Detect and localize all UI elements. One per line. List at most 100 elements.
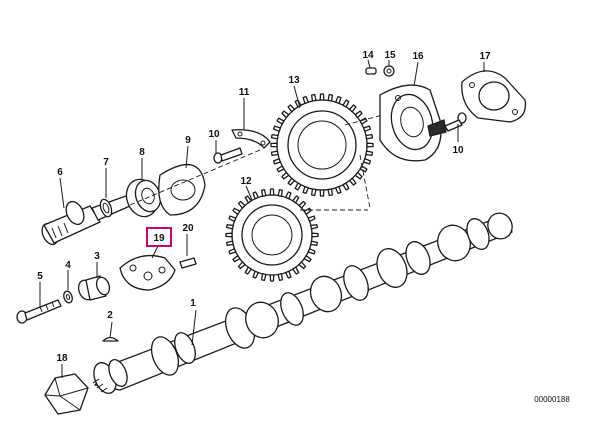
camshaft bbox=[92, 212, 513, 394]
sprocket-tooth bbox=[342, 182, 350, 191]
callout-8: 8 bbox=[139, 147, 145, 158]
sprocket-tooth bbox=[311, 232, 319, 238]
sprocket-tooth bbox=[366, 142, 374, 148]
bracket-part-19 bbox=[119, 254, 176, 291]
sprocket-tooth bbox=[270, 142, 278, 148]
sprocket-tooth bbox=[281, 110, 290, 119]
sprocket-tooth bbox=[342, 99, 350, 108]
callout-labels: 1 2 3 4 5 6 7 8 9 10 10 11 12 13 14 15 1… bbox=[37, 50, 491, 364]
callout-19-highlight-box bbox=[146, 227, 172, 247]
callout-10-left: 10 bbox=[208, 129, 220, 140]
sprocket-tooth bbox=[281, 171, 290, 180]
sprocket-tooth bbox=[365, 133, 374, 140]
washer bbox=[63, 290, 73, 304]
sprocket-tooth bbox=[272, 125, 282, 132]
sprocket-tooth bbox=[277, 188, 283, 197]
sprocket-tooth bbox=[319, 93, 325, 101]
sprocket-tooth bbox=[354, 110, 363, 119]
sprocket-tooth bbox=[270, 133, 279, 140]
sprocket-tooth bbox=[225, 224, 234, 230]
sprocket-tooth bbox=[269, 274, 275, 282]
sprocket-tooth bbox=[362, 125, 372, 132]
sprocket-tooth bbox=[285, 191, 292, 200]
sprocket-tooth bbox=[302, 95, 309, 105]
callout-12: 12 bbox=[240, 176, 252, 187]
callout-20: 20 bbox=[182, 223, 194, 234]
sprocket-tooth bbox=[327, 93, 334, 102]
sprocket-tooth bbox=[272, 158, 282, 165]
sprocket-tooth bbox=[276, 165, 285, 173]
sprocket-tooth bbox=[359, 165, 368, 173]
sprocket-tooth bbox=[277, 273, 283, 282]
diagram-reference-number: 00000188 bbox=[534, 395, 570, 404]
sprocket-tooth bbox=[292, 266, 300, 275]
callout-15: 15 bbox=[384, 50, 396, 61]
sprocket-tooth bbox=[310, 224, 319, 230]
sprocket-tooth bbox=[365, 150, 374, 157]
sprocket-tooth bbox=[307, 215, 316, 222]
sprocket-tooth bbox=[261, 188, 267, 197]
sprocket-tooth bbox=[319, 189, 325, 197]
small-pin bbox=[179, 257, 197, 269]
callout-14: 14 bbox=[362, 50, 374, 61]
sprocket-tooth bbox=[244, 266, 252, 275]
shaft-seal bbox=[125, 178, 162, 218]
sprocket-tooth bbox=[228, 215, 237, 222]
callout-9: 9 bbox=[185, 135, 191, 146]
long-bolt bbox=[16, 299, 62, 324]
sprocket-tooth bbox=[310, 188, 317, 197]
callout-7: 7 bbox=[103, 157, 109, 168]
callout-4: 4 bbox=[65, 260, 71, 271]
sprocket-tooth bbox=[276, 117, 285, 125]
callout-11: 11 bbox=[239, 87, 250, 98]
sprocket-tooth bbox=[252, 270, 259, 279]
bolt-right bbox=[444, 112, 467, 132]
sprocket-tooth bbox=[252, 191, 259, 200]
sprocket-tooth bbox=[362, 158, 372, 165]
leader-lines bbox=[39, 59, 485, 378]
callout-10-right: 10 bbox=[452, 145, 464, 156]
cover-plate bbox=[129, 149, 261, 216]
sprocket-tooth bbox=[310, 93, 317, 102]
sprocket-tooth bbox=[354, 171, 363, 180]
sprocket-tooth bbox=[287, 104, 296, 113]
camshaft-nut bbox=[44, 373, 89, 415]
callout-17: 17 bbox=[479, 51, 491, 62]
callout-6: 6 bbox=[57, 167, 63, 178]
sprocket-tooth bbox=[269, 188, 275, 196]
sprocket-tooth bbox=[335, 95, 342, 105]
sprocket-tooth bbox=[270, 150, 279, 157]
callout-1: 1 bbox=[190, 298, 196, 309]
drive-shaft bbox=[41, 195, 131, 246]
flange-plate bbox=[461, 70, 527, 123]
sprocket-tooth bbox=[225, 232, 233, 238]
small-nut bbox=[383, 65, 395, 77]
callout-5: 5 bbox=[37, 271, 43, 282]
dowel-pin bbox=[365, 67, 377, 75]
sprocket-tooth bbox=[303, 255, 312, 263]
sprocket-tooth bbox=[292, 195, 300, 204]
sprocket-tooth bbox=[232, 207, 241, 215]
sprocket-tooth bbox=[294, 182, 302, 191]
sprocket-tooth bbox=[237, 261, 246, 270]
callout-2: 2 bbox=[107, 310, 113, 321]
sprocket-tooth bbox=[298, 261, 307, 270]
callout-13: 13 bbox=[288, 75, 300, 86]
woodruff-key bbox=[102, 336, 119, 342]
callout-19: 19 bbox=[153, 233, 165, 244]
sprocket-tooth bbox=[261, 273, 267, 282]
sprocket-tooth bbox=[310, 240, 319, 246]
sprocket-tooth bbox=[348, 177, 357, 186]
bushing bbox=[77, 275, 111, 301]
sprocket-tooth bbox=[228, 248, 237, 255]
sprocket-tooth bbox=[327, 188, 334, 197]
sprocket-tooth bbox=[298, 200, 307, 209]
sprocket-tooth bbox=[302, 185, 309, 195]
lock-plate bbox=[231, 129, 271, 149]
sprocket-tooth bbox=[303, 207, 312, 215]
sprocket-tooth bbox=[237, 200, 246, 209]
callout-3: 3 bbox=[94, 251, 100, 262]
sprocket-tooth bbox=[287, 177, 296, 186]
